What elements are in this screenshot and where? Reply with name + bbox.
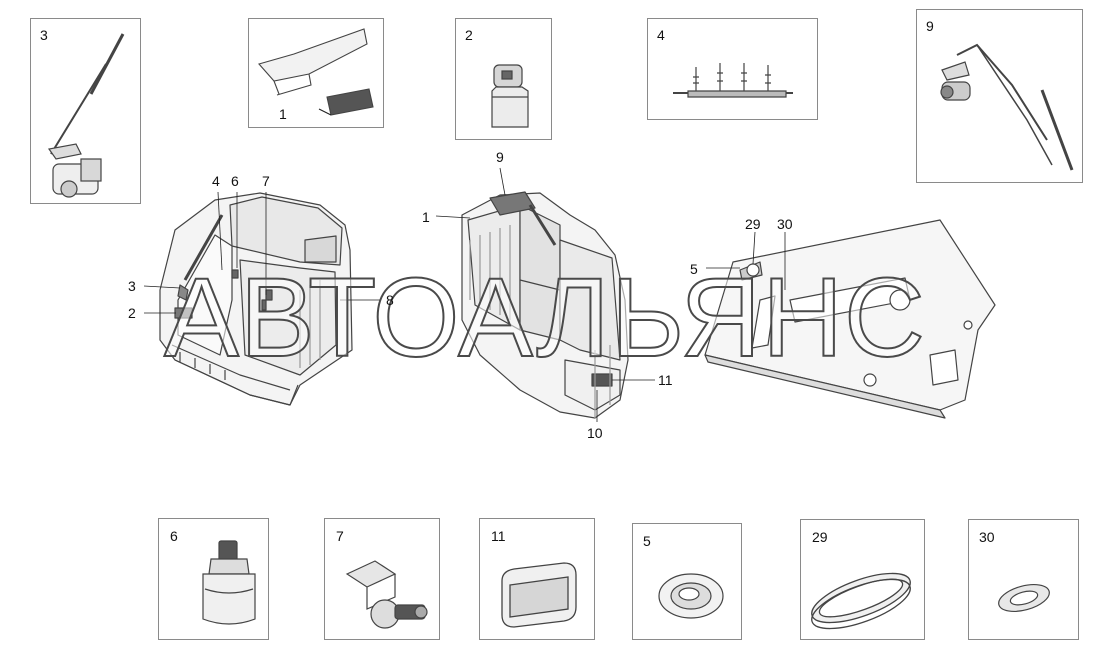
detail-number: 29 xyxy=(812,529,828,545)
detail-number: 11 xyxy=(491,528,506,544)
callout-front-4: 4 xyxy=(212,173,220,189)
relay-block-icon xyxy=(491,64,529,128)
detail-box-29: 29 xyxy=(800,519,925,640)
detail-number: 1 xyxy=(279,106,287,122)
detail-number: 6 xyxy=(170,528,178,544)
grommet-icon xyxy=(658,573,724,619)
callout-floor-5: 5 xyxy=(690,261,698,277)
rear-cab-drawing xyxy=(461,191,629,419)
seal-ring-icon xyxy=(811,572,911,630)
callout-front-7: 7 xyxy=(262,173,270,189)
floor-panel-drawing xyxy=(704,219,996,419)
ignition-switch-icon xyxy=(345,560,428,629)
detail-box-9: 9 xyxy=(916,9,1083,183)
callout-front-8: 8 xyxy=(386,292,394,308)
bracket-module-icon xyxy=(258,28,374,116)
detail-box-6: 6 xyxy=(158,518,269,640)
leader-lines xyxy=(143,167,786,422)
callout-floor-29: 29 xyxy=(745,216,761,232)
callout-floor-30: 30 xyxy=(777,216,793,232)
callout-front-6: 6 xyxy=(231,173,239,189)
detail-number: 4 xyxy=(657,27,665,43)
rear-wiper-icon xyxy=(940,43,1074,171)
callout-front-2: 2 xyxy=(128,305,136,321)
callout-front-3: 3 xyxy=(128,278,136,294)
wiper-arm-icon xyxy=(47,33,125,198)
callout-rear-10: 10 xyxy=(587,425,603,441)
callout-rear-9: 9 xyxy=(496,149,504,165)
fuse-strip-icon xyxy=(673,63,793,98)
detail-number: 9 xyxy=(926,18,934,34)
detail-box-30: 30 xyxy=(968,519,1079,640)
detail-box-4: 4 xyxy=(647,18,818,120)
washer-icon xyxy=(998,583,1050,613)
detail-number: 3 xyxy=(40,27,48,43)
callout-rear-11: 11 xyxy=(658,372,673,388)
detail-box-2: 2 xyxy=(455,18,552,140)
detail-number: 2 xyxy=(465,27,473,43)
detail-number: 5 xyxy=(643,533,651,549)
detail-number: 7 xyxy=(336,528,344,544)
detail-box-11: 11 xyxy=(479,518,595,640)
detail-box-3: 3 xyxy=(30,18,141,204)
lamp-icon xyxy=(501,562,577,628)
detail-box-7: 7 xyxy=(324,518,440,640)
switch-icon xyxy=(202,540,256,625)
detail-box-1: 1 xyxy=(248,18,384,128)
callout-rear-1: 1 xyxy=(422,209,430,225)
detail-box-5: 5 xyxy=(632,523,742,640)
front-cab-drawing xyxy=(159,192,353,406)
detail-number: 30 xyxy=(979,529,995,545)
